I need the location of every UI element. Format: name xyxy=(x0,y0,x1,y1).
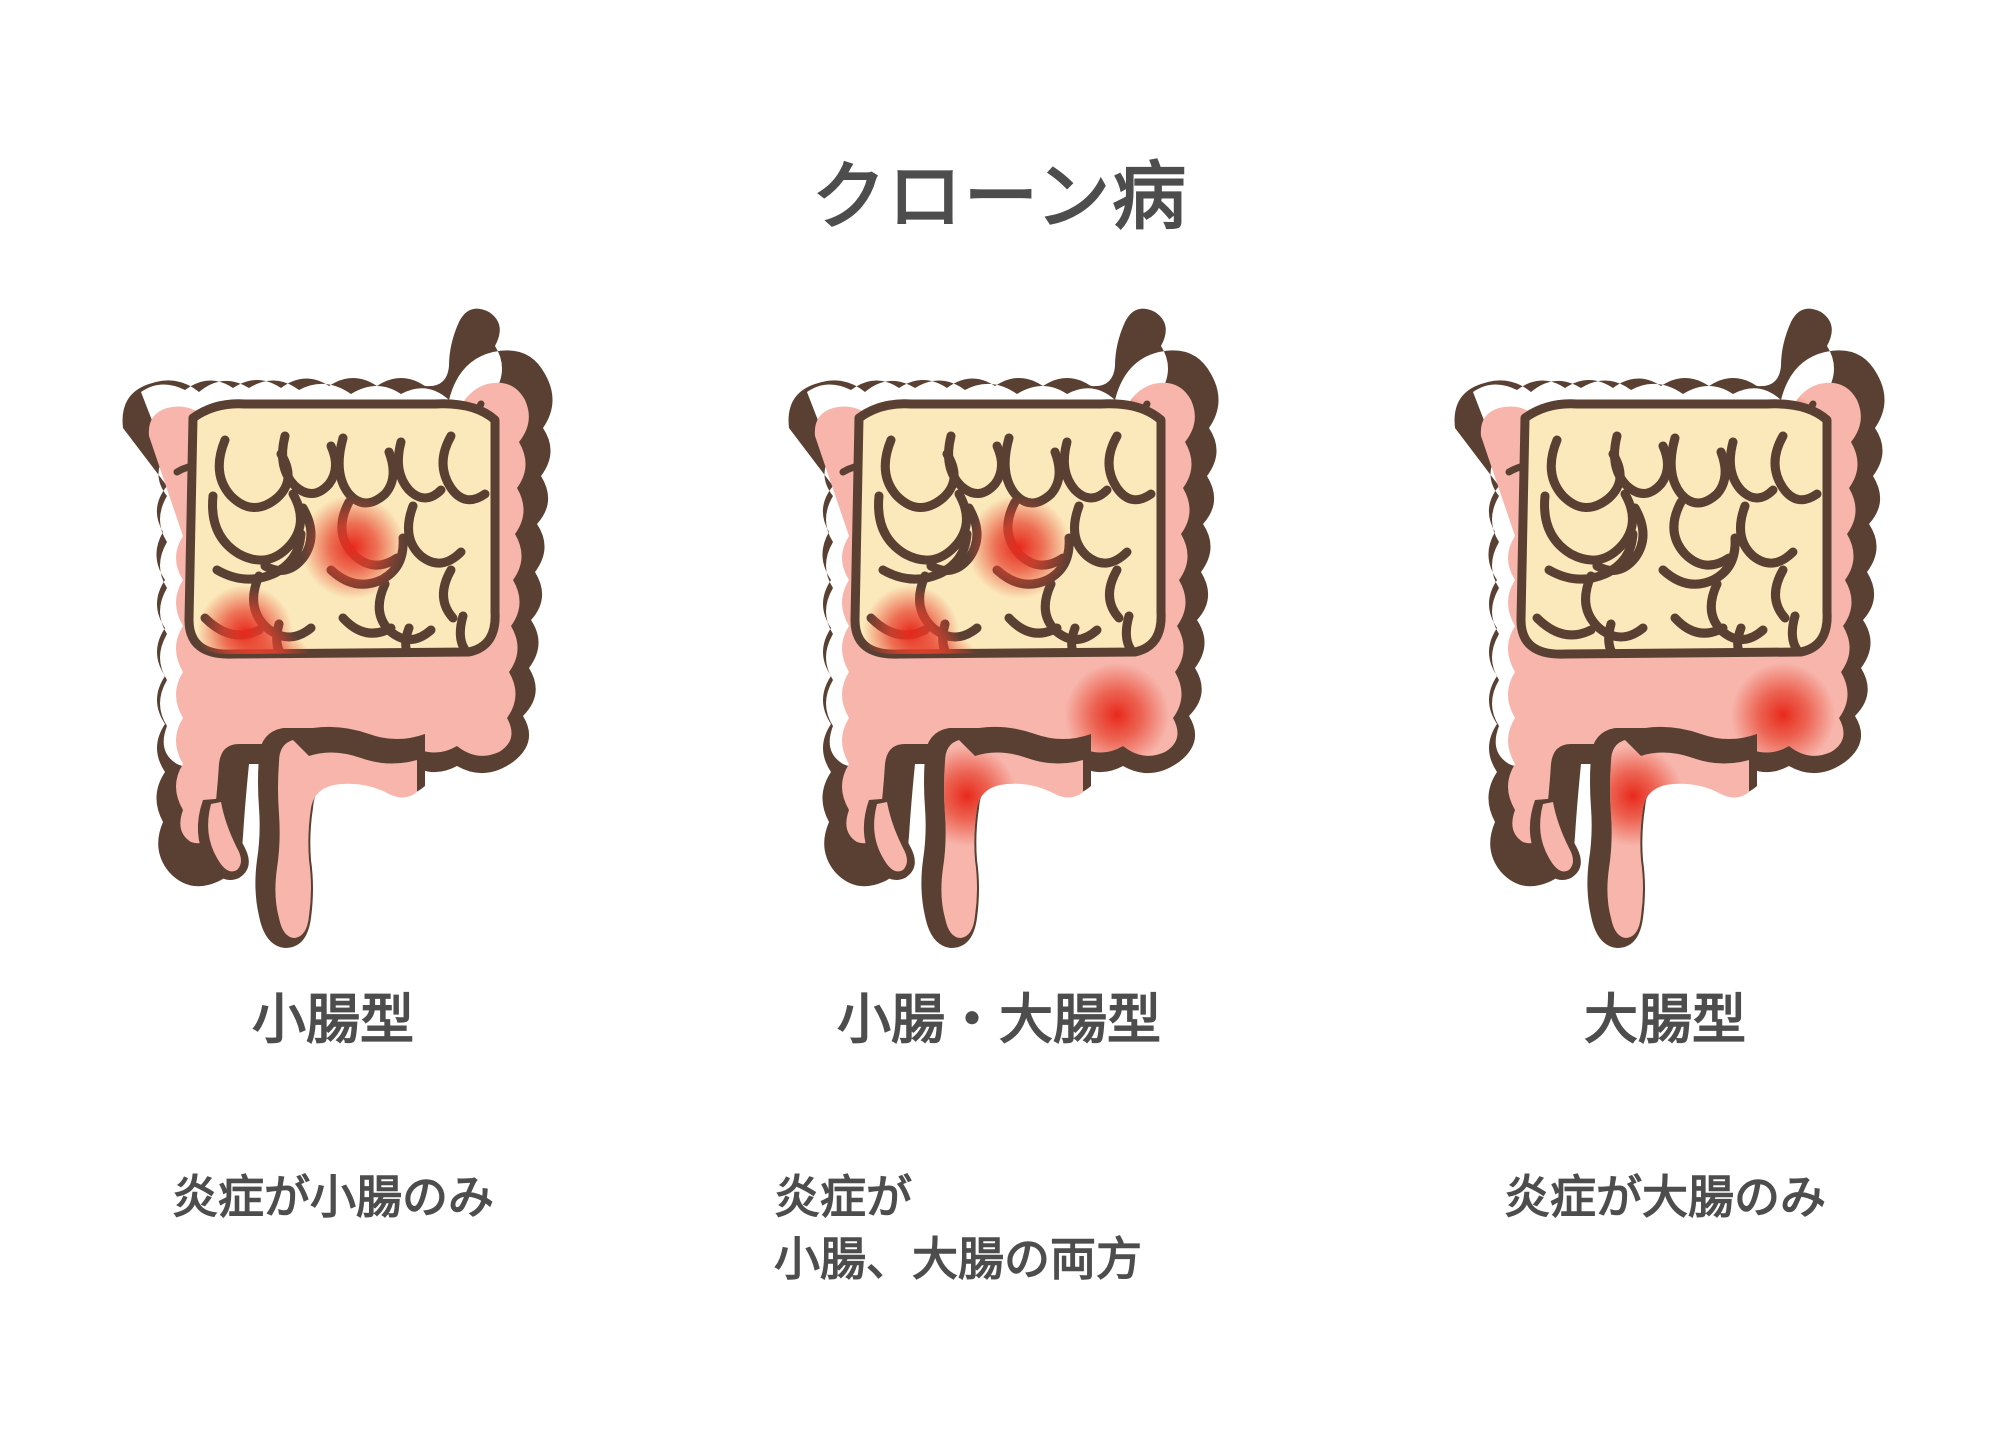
panel-small-intestine-type xyxy=(0,240,666,1020)
description-3: 炎症が大腸のみ xyxy=(1332,1166,1998,1228)
appendix-1 xyxy=(197,798,249,880)
small-intestine-3 xyxy=(1516,399,1832,659)
appendix-2 xyxy=(863,798,915,880)
caption-large-intestine-type: 大腸型 炎症が大腸のみ xyxy=(1332,990,1998,1390)
type-label-1: 小腸型 xyxy=(252,988,414,1051)
type-label-3: 大腸型 xyxy=(1584,988,1746,1051)
description-3-line-1: 炎症が大腸のみ xyxy=(1504,1170,1826,1224)
intestine-illustration-3 xyxy=(1385,240,1945,960)
description-2: 炎症が 小腸、大腸の両方 xyxy=(666,1166,1332,1290)
caption-small-intestine-type: 小腸型 炎症が小腸のみ xyxy=(0,990,666,1390)
rectum-2 xyxy=(921,726,1091,948)
caption-small-and-large-intestine-type: 小腸・大腸型 炎症が 小腸、大腸の両方 xyxy=(666,990,1332,1390)
intestine-illustration-2 xyxy=(719,240,1279,960)
description-2-line-1: 炎症が xyxy=(774,1170,912,1224)
panel-small-and-large-intestine-type xyxy=(666,240,1332,1020)
description-2-line-2: 小腸、大腸の両方 xyxy=(774,1232,1142,1287)
type-label-2: 小腸・大腸型 xyxy=(837,988,1161,1051)
rectum-1 xyxy=(255,726,425,948)
rectum-3 xyxy=(1587,726,1757,948)
description-1-line-1: 炎症が小腸のみ xyxy=(172,1170,494,1224)
panel-large-intestine-type xyxy=(1332,240,1998,1020)
page-title: クローン病 xyxy=(811,153,1189,240)
appendix-3 xyxy=(1529,798,1581,880)
panel-captions: 小腸型 炎症が小腸のみ 小腸・大腸型 炎症が 小腸、大腸の両方 大腸型 炎症が大… xyxy=(0,990,2000,1390)
inflammation-spots-1 xyxy=(197,495,405,655)
intestine-illustration-1 xyxy=(53,240,613,960)
diagram-panels xyxy=(0,240,2000,1020)
description-1: 炎症が小腸のみ xyxy=(0,1166,666,1228)
inflammation-small-intestine-2 xyxy=(863,495,1071,655)
